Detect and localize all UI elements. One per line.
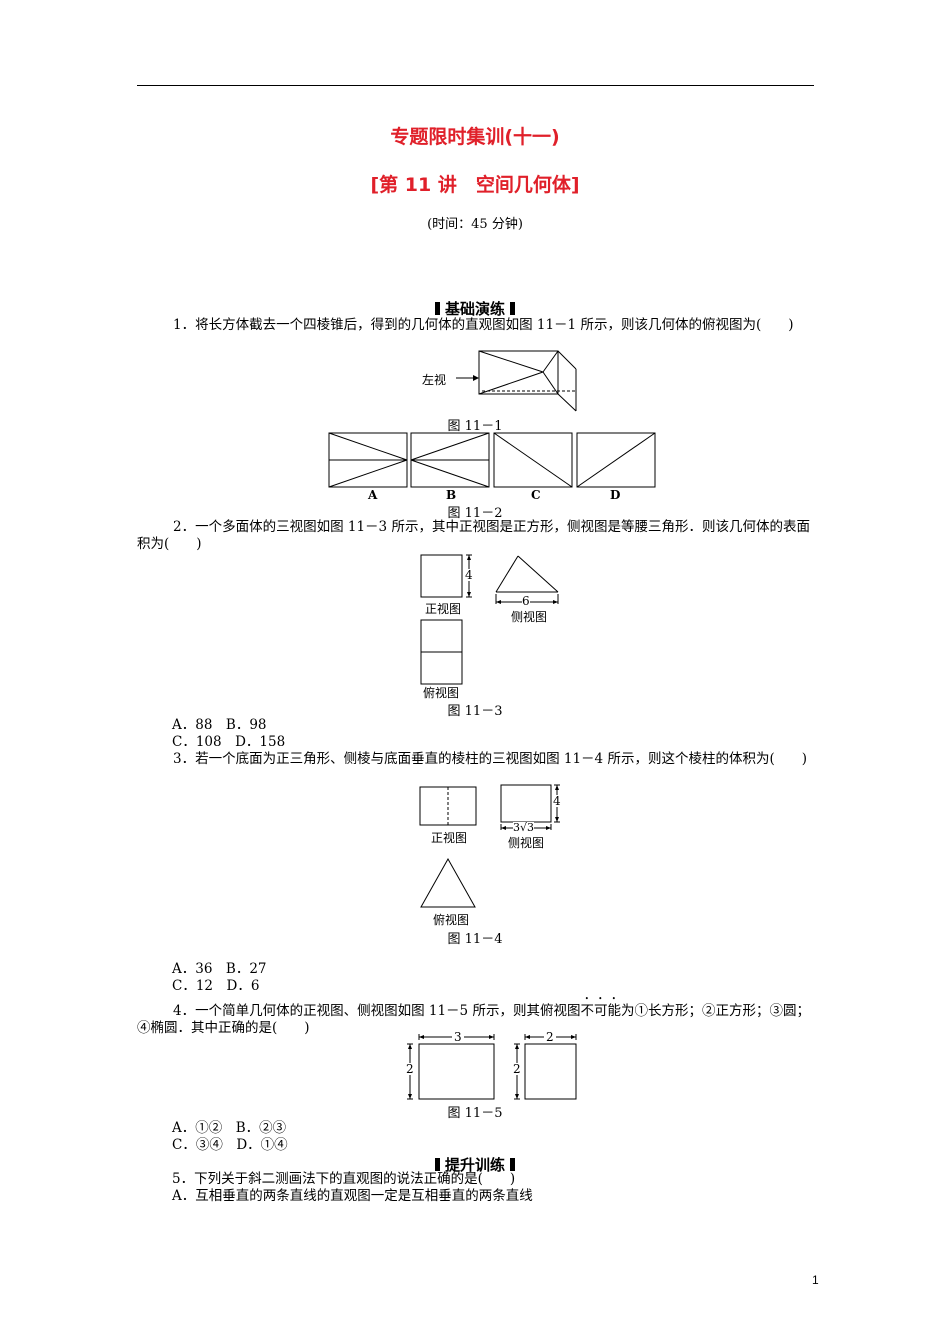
page-number: 1 [812, 1273, 819, 1287]
section-bar-right [510, 302, 515, 315]
figure-11-2-caption: 图 11－2 [447, 506, 503, 521]
choice-a-label: A [368, 488, 378, 502]
question-2-options-row-2: C．108 D．158 [172, 734, 286, 750]
figure-11-4-caption: 图 11－4 [447, 932, 503, 947]
figure-11-5 [407, 1034, 577, 1100]
fig5-height-dim-2: 2 [513, 1062, 521, 1076]
fig4-front-view-label: 正视图 [431, 831, 468, 845]
section-basic-label: 基础演练 [444, 300, 505, 318]
question-3-options-row-1: A．36 B．27 [172, 961, 267, 977]
question-1-text: 1．将长方体截去一个四棱锥后，得到的几何体的直观图如图 11－1 所示，则该几何… [173, 317, 794, 333]
fig3-width-dim: 6 [522, 594, 530, 608]
question-4-text-b: 为①长方形；②正方形；③圆；④椭圆．其中正确的是( ) [137, 1003, 810, 1036]
choice-d-label: D [610, 488, 621, 502]
question-4-text-a: 4．一个简单几何体的正视图、侧视图如图 11－5 所示，则其俯视图 [173, 1003, 581, 1019]
fig3-height-dim: 4 [465, 568, 473, 582]
question-3-text: 3．若一个底面为正三角形、侧棱与底面垂直的棱柱的三视图如图 11－4 所示，则这… [173, 751, 807, 767]
page-title: 专题限时集训(十一) [390, 126, 560, 148]
figure-11-4 [419, 784, 560, 908]
question-3-options-row-2: C．12 D．6 [172, 978, 260, 994]
figure-11-1-caption: 图 11－1 [447, 419, 503, 434]
time-limit: (时间：45 分钟) [427, 217, 523, 232]
left-view-label: 左视 [422, 373, 447, 387]
question-5-text: 5．下列关于斜二测画法下的直观图的说法正确的是( ) [172, 1171, 516, 1187]
question-4-emphasis: 不可能 [580, 1003, 621, 1019]
section-advanced-heading: 提升训练 [0, 1154, 950, 1175]
question-4-options-row-2: C．③④ D．①④ [172, 1137, 288, 1153]
choice-c-label: C [531, 488, 541, 502]
fig4-width-dim: 3√3 [513, 821, 535, 834]
question-5-option-a: A．互相垂直的两条直线的直观图一定是互相垂直的两条直线 [172, 1188, 533, 1204]
question-2-options-row-1: A．88 B．98 [172, 717, 267, 733]
fig3-top-view-label: 俯视图 [423, 686, 460, 700]
question-2-text: 2．一个多面体的三视图如图 11－3 所示，其中正视图是正方形，侧视图是等腰三角… [137, 519, 810, 552]
fig4-height-dim: 4 [553, 794, 561, 808]
section-advanced-label: 提升训练 [444, 1156, 505, 1174]
figure-11-2 [328, 432, 656, 488]
figure-11-3 [420, 554, 559, 685]
choice-b-label: B [446, 488, 457, 502]
section-bar-left [434, 1158, 440, 1171]
fig4-side-view-label: 侧视图 [508, 836, 545, 850]
page-subtitle: [第 11 讲 空间几何体] [370, 174, 580, 196]
figure-11-3-caption: 图 11－3 [447, 704, 503, 719]
section-bar-left [434, 302, 440, 315]
fig5-width-dim-2: 2 [544, 1030, 556, 1044]
figure-11-5-caption: 图 11－5 [447, 1106, 503, 1121]
fig4-top-view-label: 俯视图 [433, 913, 470, 927]
figure-11-1 [456, 350, 577, 412]
question-4-text: 4．一个简单几何体的正视图、侧视图如图 11－5 所示，则其俯视图不可能为①长方… [137, 995, 814, 1037]
question-4-options-row-1: A．①② B．②③ [172, 1120, 287, 1136]
fig3-side-view-label: 侧视图 [511, 610, 548, 624]
section-bar-right [510, 1158, 515, 1171]
fig5-height-dim-1: 2 [406, 1062, 414, 1076]
top-rule [137, 85, 814, 86]
fig3-front-view-label: 正视图 [425, 602, 462, 616]
section-basic-heading: 基础演练 [0, 298, 950, 319]
fig5-width-dim-1: 3 [452, 1030, 464, 1044]
